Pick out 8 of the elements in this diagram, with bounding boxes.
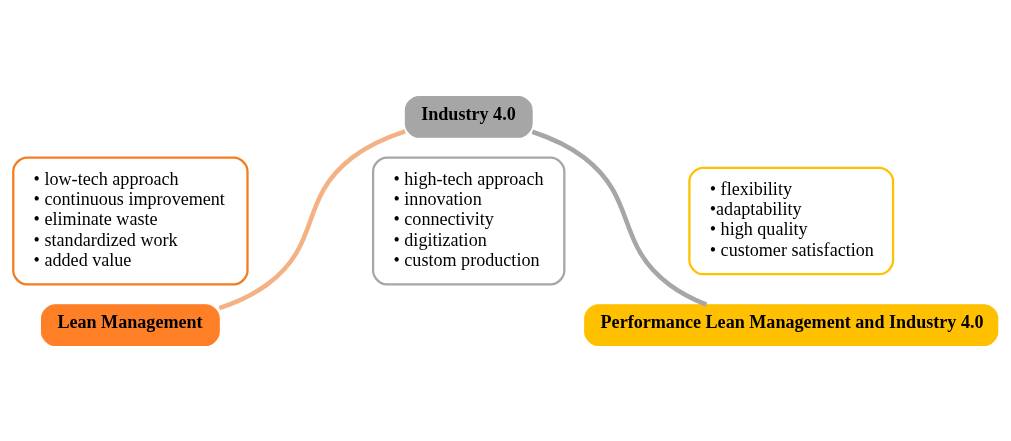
node-box: • high-tech approach • innovation • connectivity • digitization • custom production	[372, 156, 566, 285]
connector	[218, 128, 406, 310]
node-box: Performance Lean Management and Industry 4.0	[584, 303, 999, 346]
node-box: Lean Management	[41, 303, 220, 346]
connector	[531, 129, 708, 307]
node-box: • low-tech approach • continuous improvement • eliminate waste • standardized work • added value	[12, 156, 249, 285]
node-box: Industry 4.0	[404, 95, 533, 138]
node-box: • flexibility •adaptability • high quality • customer satisfaction	[688, 166, 895, 275]
